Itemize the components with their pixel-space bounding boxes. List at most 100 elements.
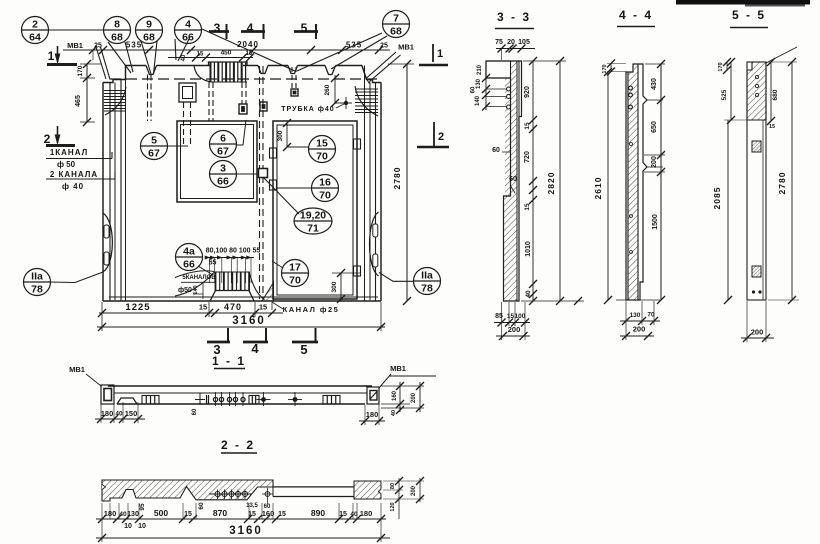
svg-text:120: 120 — [390, 502, 396, 511]
svg-text:7: 7 — [393, 13, 399, 25]
svg-text:105: 105 — [518, 39, 530, 46]
svg-text:МВ1: МВ1 — [398, 43, 414, 52]
svg-text:200: 200 — [411, 392, 417, 403]
svg-text:2780: 2780 — [777, 172, 787, 195]
svg-text:200: 200 — [508, 325, 521, 334]
svg-text:МВ1: МВ1 — [69, 365, 85, 374]
svg-text:60: 60 — [509, 176, 517, 183]
svg-text:3: 3 — [220, 163, 226, 175]
svg-text:85: 85 — [495, 313, 503, 320]
svg-text:465: 465 — [75, 95, 82, 107]
svg-text:170: 170 — [77, 65, 84, 76]
svg-text:IIa: IIa — [421, 270, 433, 282]
svg-text:890: 890 — [311, 508, 325, 518]
svg-text:1 - 1: 1 - 1 — [212, 354, 246, 368]
svg-text:70: 70 — [289, 275, 301, 287]
svg-text:15: 15 — [769, 124, 775, 130]
svg-text:15: 15 — [197, 52, 204, 58]
svg-text:3160: 3160 — [229, 525, 263, 537]
svg-text:1010: 1010 — [525, 241, 532, 257]
svg-text:130: 130 — [476, 78, 482, 89]
svg-text:25: 25 — [380, 43, 388, 50]
svg-text:525: 525 — [721, 89, 728, 100]
svg-text:68: 68 — [111, 32, 123, 44]
svg-text:2085: 2085 — [712, 187, 722, 210]
svg-text:5 - 5: 5 - 5 — [732, 8, 766, 22]
svg-text:15: 15 — [246, 51, 253, 57]
svg-text:40: 40 — [119, 511, 127, 518]
svg-text:15: 15 — [259, 303, 267, 312]
svg-text:40: 40 — [115, 411, 123, 418]
svg-text:95: 95 — [139, 503, 146, 511]
svg-text:920: 920 — [524, 86, 531, 98]
svg-text:160: 160 — [262, 509, 275, 518]
svg-text:МВ1: МВ1 — [390, 364, 406, 373]
svg-text:ф 50: ф 50 — [57, 160, 76, 169]
svg-text:130: 130 — [127, 511, 139, 518]
svg-text:78: 78 — [421, 283, 433, 295]
svg-text:15: 15 — [316, 138, 328, 150]
svg-text:15: 15 — [507, 313, 515, 320]
svg-text:60: 60 — [198, 502, 205, 510]
svg-text:15: 15 — [248, 511, 256, 518]
svg-text:4: 4 — [251, 341, 259, 356]
svg-text:2: 2 — [44, 132, 51, 146]
svg-text:680: 680 — [772, 89, 779, 100]
svg-text:160: 160 — [392, 390, 398, 401]
svg-text:40: 40 — [391, 410, 397, 416]
svg-text:200: 200 — [651, 156, 658, 168]
svg-text:IIa: IIa — [31, 271, 43, 283]
svg-text:19,20: 19,20 — [300, 210, 326, 222]
svg-text:210: 210 — [477, 64, 483, 75]
svg-text:4 - 4: 4 - 4 — [619, 8, 653, 22]
svg-text:40: 40 — [525, 290, 532, 298]
svg-text:180: 180 — [104, 509, 117, 518]
svg-text:260: 260 — [324, 84, 331, 95]
svg-text:9: 9 — [146, 19, 152, 31]
svg-text:ф 40: ф 40 — [62, 182, 84, 191]
svg-text:720: 720 — [524, 151, 531, 163]
svg-text:15: 15 — [524, 122, 531, 130]
svg-text:15: 15 — [184, 511, 192, 518]
svg-text:180: 180 — [101, 409, 114, 418]
svg-text:66: 66 — [183, 259, 195, 271]
svg-text:200: 200 — [411, 485, 417, 496]
svg-text:140: 140 — [475, 95, 481, 106]
svg-text:170: 170 — [602, 64, 608, 73]
svg-text:180: 180 — [366, 410, 379, 419]
svg-text:2820: 2820 — [546, 172, 556, 195]
svg-text:450: 450 — [221, 50, 232, 57]
svg-text:5: 5 — [151, 135, 157, 147]
svg-text:1: 1 — [48, 49, 55, 63]
svg-text:2: 2 — [438, 131, 444, 143]
svg-text:1КАНАЛ: 1КАНАЛ — [50, 148, 88, 157]
svg-text:4: 4 — [247, 21, 254, 35]
svg-text:140: 140 — [193, 285, 199, 294]
svg-text:3160: 3160 — [232, 315, 266, 327]
svg-text:100: 100 — [515, 313, 526, 320]
svg-text:70: 70 — [647, 312, 655, 319]
svg-text:130: 130 — [630, 312, 641, 319]
svg-text:80,100 80 100 55: 80,100 80 100 55 — [206, 248, 261, 255]
svg-text:25: 25 — [94, 43, 102, 50]
svg-text:1: 1 — [437, 48, 443, 60]
svg-text:ТРУБКА ф40: ТРУБКА ф40 — [281, 106, 334, 113]
svg-text:10: 10 — [138, 523, 146, 530]
svg-text:15: 15 — [278, 511, 286, 518]
svg-text:78: 78 — [31, 284, 43, 296]
svg-text:170: 170 — [718, 62, 724, 71]
svg-text:ф50: ф50 — [178, 287, 192, 294]
svg-text:2040: 2040 — [237, 40, 259, 49]
svg-text:15: 15 — [339, 511, 347, 518]
svg-text:4a: 4a — [183, 246, 195, 258]
svg-text:60: 60 — [471, 86, 477, 93]
svg-text:66: 66 — [182, 32, 194, 44]
svg-text:2610: 2610 — [593, 177, 603, 200]
svg-text:1225: 1225 — [125, 302, 150, 313]
svg-text:3: 3 — [214, 21, 221, 35]
svg-text:МВ1: МВ1 — [67, 41, 83, 50]
svg-text:70: 70 — [316, 151, 328, 163]
svg-text:3: 3 — [213, 342, 220, 357]
svg-text:13,5: 13,5 — [246, 503, 258, 509]
svg-text:500: 500 — [154, 508, 168, 518]
